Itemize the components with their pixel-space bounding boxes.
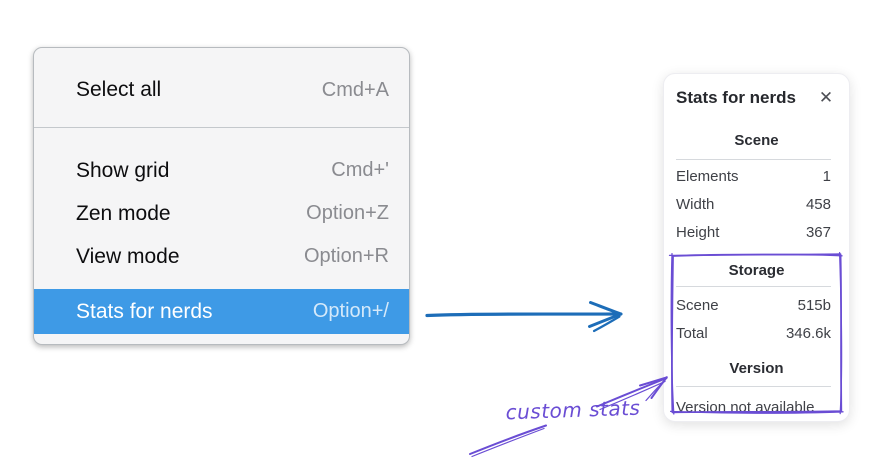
menu-item-shortcut: Option+/	[312, 300, 389, 322]
stats-panel-header: Stats for nerds ✕	[664, 74, 849, 109]
stat-row-elements: Elements 1	[664, 162, 849, 190]
version-note: Version not available	[676, 399, 815, 416]
stat-value: 1	[822, 167, 831, 185]
menu-item-label: Stats for nerds	[76, 299, 213, 323]
section-divider	[676, 159, 831, 160]
context-menu: Select all Cmd+A Show grid Cmd+' Zen mod…	[33, 47, 410, 345]
stat-label: Total	[676, 324, 708, 342]
section-header-version: Version	[729, 360, 784, 377]
menu-item-shortcut: Option+R	[303, 245, 389, 267]
menu-item-label: Zen mode	[76, 201, 171, 225]
menu-item-label: View mode	[76, 244, 180, 268]
section-divider	[676, 286, 831, 287]
menu-item-stats-for-nerds[interactable]: Stats for nerds Option+/	[34, 289, 409, 334]
menu-item-shortcut: Option+Z	[306, 202, 389, 224]
stats-panel: Stats for nerds ✕ Scene Elements 1 Width…	[663, 73, 850, 422]
blue-arrow	[425, 301, 623, 333]
stat-label: Elements	[676, 167, 739, 185]
menu-item-zen-mode[interactable]: Zen mode Option+Z	[34, 192, 409, 235]
menu-item-view-mode[interactable]: View mode Option+R	[34, 235, 409, 278]
menu-divider	[34, 127, 409, 128]
stat-value: 367	[805, 223, 831, 241]
menu-item-label: Show grid	[76, 158, 170, 182]
menu-item-label: Select all	[76, 78, 162, 101]
menu-item-select-all[interactable]: Select all Cmd+A	[34, 66, 409, 114]
stat-label: Height	[676, 223, 720, 241]
menu-item-shortcut: Cmd+A	[321, 78, 389, 101]
stat-row-scene-storage: Scene 515b	[664, 291, 849, 319]
stats-panel-title: Stats for nerds	[676, 88, 796, 107]
section-header-scene: Scene	[734, 132, 779, 149]
section-divider	[676, 386, 831, 387]
stat-value: 515b	[797, 296, 831, 314]
menu-item-shortcut: Cmd+'	[331, 159, 389, 181]
close-icon[interactable]: ✕	[818, 88, 834, 107]
stat-row-height: Height 367	[664, 218, 849, 246]
stat-value: 346.6k	[785, 324, 831, 342]
stat-label: Scene	[676, 296, 719, 314]
stat-label: Width	[676, 195, 715, 213]
stat-value: 458	[805, 195, 831, 213]
menu-item-show-grid[interactable]: Show grid Cmd+'	[34, 149, 409, 192]
stat-row-width: Width 458	[664, 190, 849, 218]
section-header-storage: Storage	[728, 262, 785, 279]
stat-row-total-storage: Total 346.6k	[664, 319, 849, 347]
custom-stats-annotation: custom stats	[505, 395, 641, 425]
